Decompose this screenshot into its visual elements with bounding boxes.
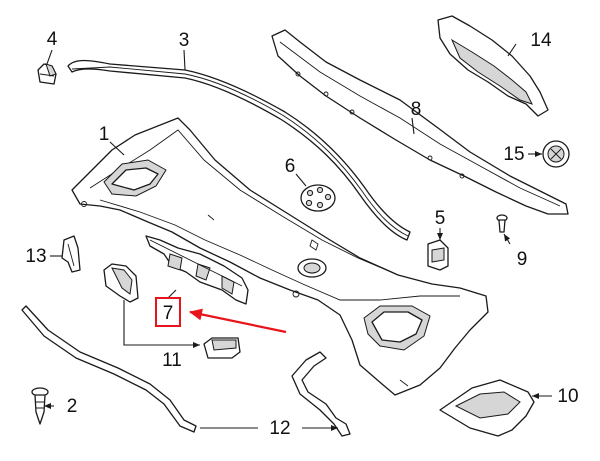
callout-1: 1 [99, 124, 110, 145]
callout-7: 7 [163, 303, 174, 324]
part-13-bracket [61, 235, 81, 273]
callout-8: 8 [411, 99, 422, 120]
part-14-panel [437, 15, 549, 117]
callout-2: 2 [67, 396, 78, 417]
part-3-seal-strip [67, 59, 411, 241]
part-8-upper-seal [271, 29, 569, 215]
callout-5: 5 [435, 208, 446, 229]
part-11-left-piece [103, 263, 139, 303]
part-11-right-piece [203, 337, 241, 359]
callout-10: 10 [557, 386, 578, 407]
part-2-push-clip [31, 387, 49, 425]
callout-3: 3 [179, 30, 190, 51]
part-12-curved-strip [291, 351, 351, 437]
part-10-cover [439, 379, 535, 437]
part-12-long-strip [21, 305, 197, 433]
callout-11: 11 [162, 350, 182, 371]
callout-15: 15 [503, 144, 524, 165]
part-4-clip [37, 63, 57, 85]
part-7-bracket [145, 235, 249, 305]
part-1-cowl-panel [71, 117, 489, 396]
highlight-box [155, 297, 181, 327]
part-15-grommet [542, 140, 570, 168]
callout-14: 14 [530, 30, 552, 51]
callout-12: 12 [269, 418, 290, 439]
callout-13: 13 [25, 246, 46, 267]
part-6-round-pad [300, 184, 336, 212]
callout-6: 6 [285, 156, 296, 177]
callout-4: 4 [47, 29, 58, 50]
leader-lines [44, 43, 552, 431]
callout-9: 9 [517, 249, 528, 270]
highlight-arrow [189, 308, 287, 334]
part-5-clip [427, 239, 449, 271]
part-9-screw [496, 214, 508, 233]
